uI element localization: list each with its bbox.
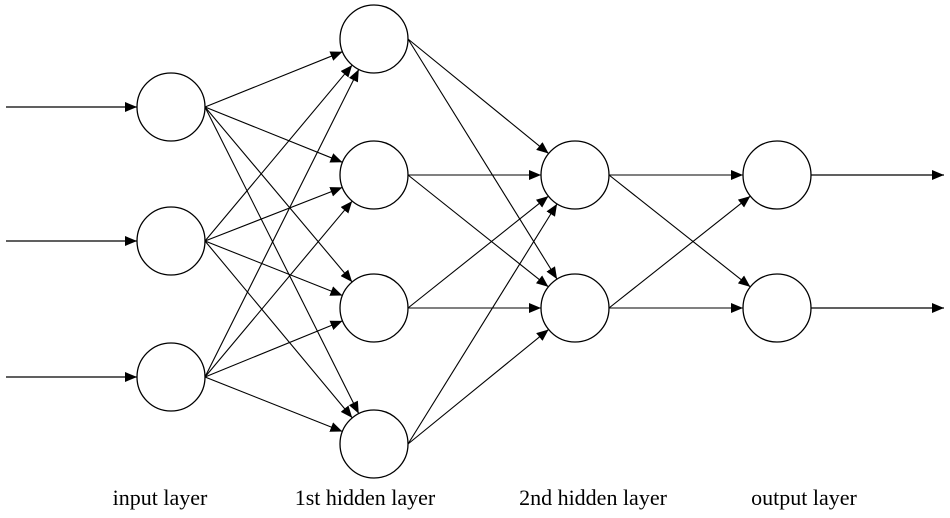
hidden2-node-2 [540,273,610,343]
connection-hidden1-4-to-hidden2-1 [407,203,558,445]
node-group [136,4,812,479]
hidden1-node-4 [339,409,409,479]
connection-hidden2-2-to-output-1 [608,195,751,309]
connection-hidden1-2-to-hidden2-2 [407,174,549,288]
connection-input-1-to-hidden1-4 [204,106,360,414]
input-node-2 [136,206,206,276]
edge-group [204,38,751,445]
connection-hidden1-4-to-hidden2-2 [407,329,549,445]
input-layer-label: input layer [113,485,208,510]
output-node-1 [742,140,812,210]
hidden2-node-1 [540,140,610,210]
connection-input-2-to-hidden1-2 [204,186,343,242]
connection-input-3-to-hidden1-2 [204,200,353,378]
connection-input-2-to-hidden1-4 [204,240,353,419]
connection-input-2-to-hidden1-1 [204,64,353,242]
output-layer-label: output layer [751,485,857,510]
connection-input-1-to-hidden1-1 [204,51,343,108]
connection-input-1-to-hidden1-2 [204,106,343,163]
hidden1-layer-label: 1st hidden layer [295,485,436,510]
output-node-2 [742,273,812,343]
connection-hidden2-1-to-output-2 [608,174,751,288]
hidden1-node-2 [339,140,409,210]
hidden1-node-1 [339,4,409,74]
connection-input-3-to-hidden1-4 [204,376,343,432]
connection-hidden1-1-to-hidden2-1 [407,38,549,154]
input-node-3 [136,342,206,412]
connection-hidden1-1-to-hidden2-2 [407,38,558,280]
connection-input-2-to-hidden1-3 [204,240,343,296]
connection-hidden1-3-to-hidden2-1 [407,195,549,309]
hidden2-layer-label: 2nd hidden layer [519,485,668,510]
hidden1-node-3 [339,273,409,343]
connection-input-3-to-hidden1-3 [204,320,343,378]
input-node-1 [136,72,206,142]
io-arrow-group [6,102,944,382]
layer-label-group: input layer 1st hidden layer 2nd hidden … [113,485,858,510]
connection-input-3-to-hidden1-1 [204,69,360,378]
connection-input-1-to-hidden1-3 [204,106,353,283]
